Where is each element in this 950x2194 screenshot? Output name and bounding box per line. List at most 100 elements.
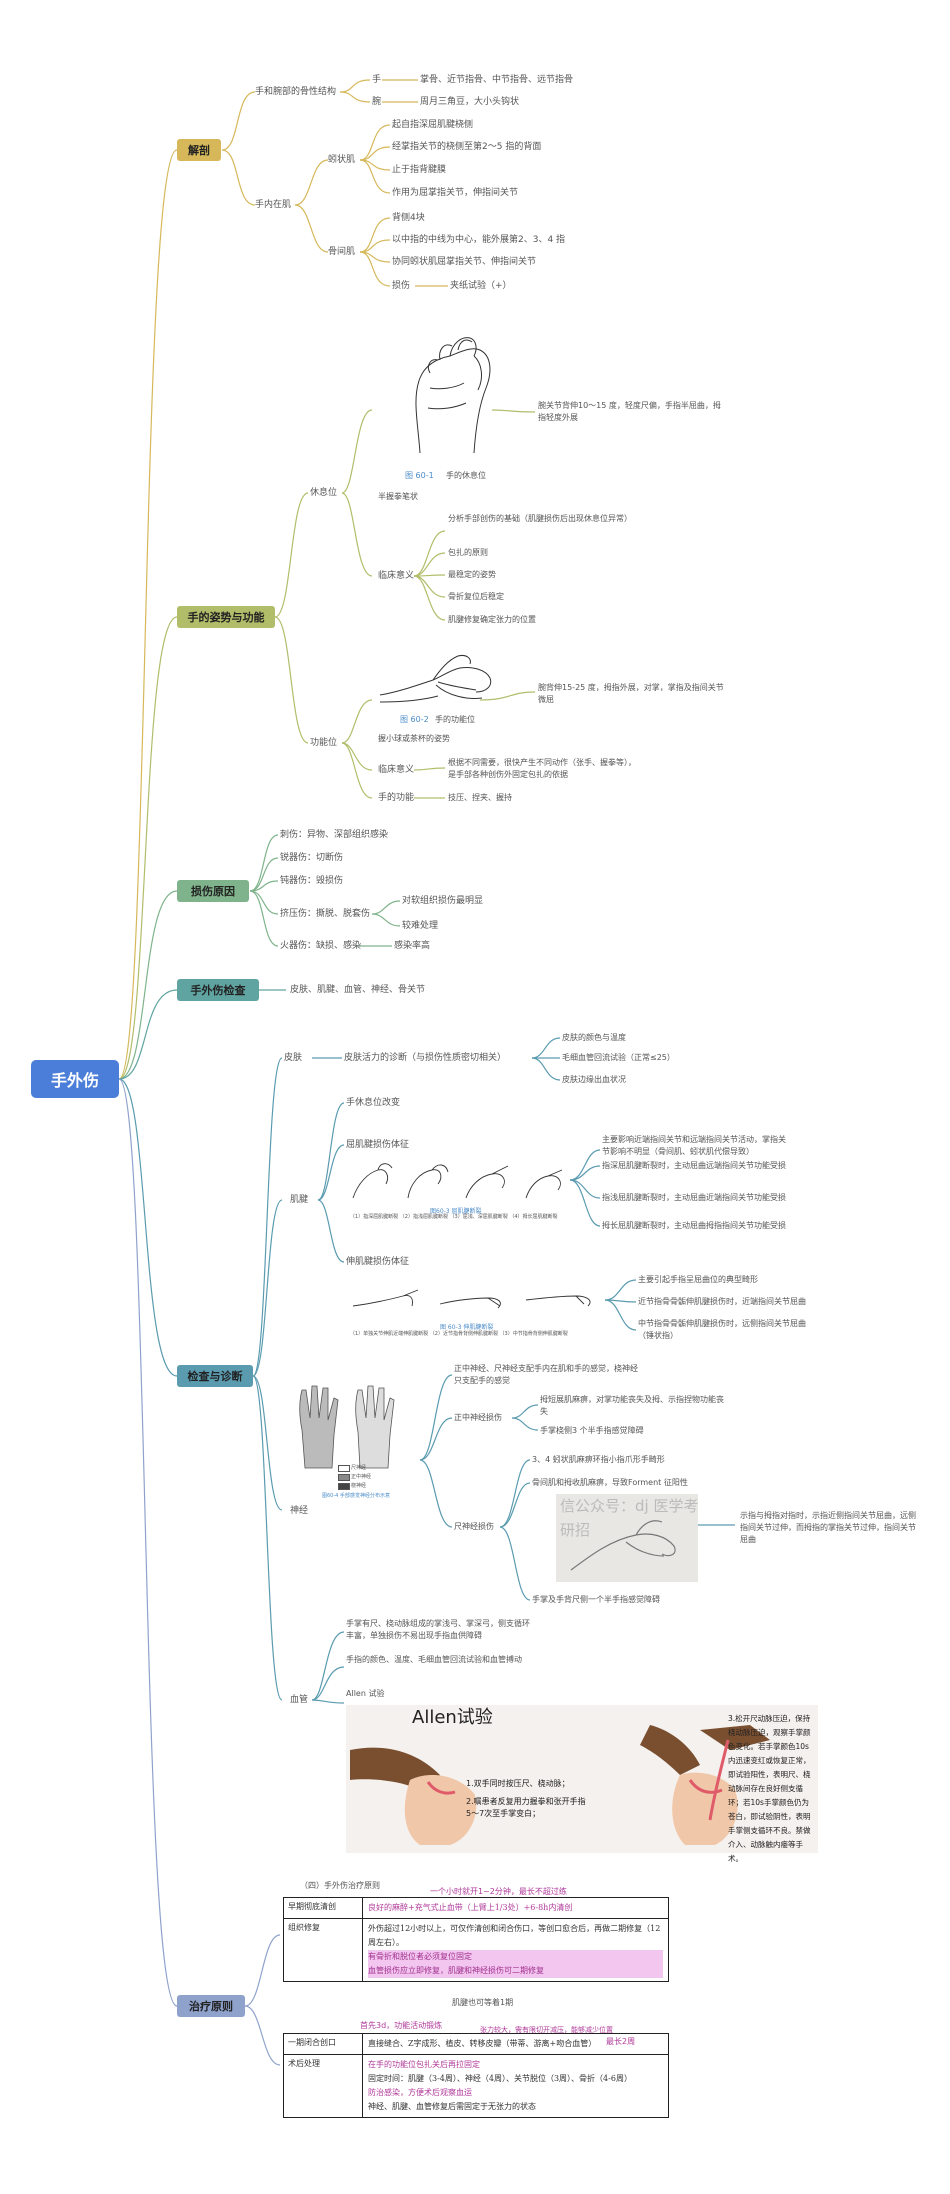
- node-hand-detail[interactable]: 掌骨、近节指骨、中节指骨、远节指骨: [420, 75, 574, 85]
- skin-item[interactable]: 皮肤边缘出血状况: [562, 1075, 626, 1084]
- tendon-rest-change[interactable]: 手休息位改变: [346, 1098, 401, 1108]
- ulnar-item[interactable]: 3、4 蚓状肌麻痹环指小指爪形手畸形: [532, 1455, 665, 1464]
- category-anatomy[interactable]: 解剖: [177, 139, 221, 161]
- treat-section-title: （四）手外伤治疗原则: [300, 1881, 380, 1890]
- treat-row-repair: 组织修复 外伤超过12小时以上，可仅作清创和闭合伤口，等创口愈合后，再做二期修复…: [284, 1918, 668, 1981]
- node-interossei[interactable]: 骨间肌: [328, 247, 356, 257]
- cause-item[interactable]: 刺伤：异物、深部组织感染: [280, 830, 389, 840]
- skin-vitality[interactable]: 皮肤活力的诊断（与损伤性质密切相关）: [344, 1053, 507, 1063]
- function-clinical-detail[interactable]: 根据不同需要，很快产生不同动作（张手、握拳等），是手部各种创伤外固定包扎的依据: [448, 758, 636, 779]
- repair-line: 有骨折和脱位者必须复位固定: [368, 1950, 663, 1964]
- category-treat[interactable]: 治疗原则: [177, 1995, 245, 2017]
- rest-clinical-item[interactable]: 包扎的原则: [448, 548, 488, 557]
- treat-row-text: 在手的功能位包扎关后再拉固定 固定时间：肌腱（3-4周）、神经（4周）、关节脱位…: [363, 2055, 668, 2117]
- category-diag[interactable]: 检查与诊断: [177, 1365, 253, 1387]
- node-nerve[interactable]: 神经: [290, 1506, 309, 1516]
- category-cause[interactable]: 损伤原因: [177, 880, 249, 902]
- treat-row-header: 早期彻底清创: [284, 1898, 363, 1918]
- ulnar-item[interactable]: 骨间肌和拇收肌麻痹，导致Forment 征阳性: [532, 1478, 688, 1487]
- treat-row-text: 外伤超过12小时以上，可仅作清创和闭合伤口，等创口愈合后，再做二期修复（12周左…: [363, 1919, 668, 1981]
- flexor-item[interactable]: 拇长屈肌腱断裂时，主动屈曲拇指指间关节功能受损: [602, 1221, 786, 1230]
- rest-clinical-item[interactable]: 肌腱修复确定张力的位置: [448, 615, 536, 624]
- ulnar-injury[interactable]: 尺神经损伤: [454, 1522, 494, 1531]
- root-node[interactable]: 手外伤: [31, 1060, 119, 1098]
- ulnar-sensory[interactable]: 手掌及手背尺侧一个半手指感觉障碍: [532, 1595, 660, 1604]
- treat-note-2: 首先3d，功能活动锻炼: [360, 2021, 443, 2030]
- treat-mid-note: 肌腱也可等着1期: [452, 1998, 514, 2007]
- node-injury-detail[interactable]: 夹纸试验（+）: [450, 281, 512, 291]
- nerve-legend-swatch: [338, 1465, 350, 1472]
- hand-function[interactable]: 手的功能: [378, 793, 415, 803]
- skin-item[interactable]: 皮肤的颜色与温度: [562, 1033, 626, 1042]
- node-injury[interactable]: 损伤: [392, 281, 411, 291]
- node-tendon[interactable]: 肌腱: [290, 1195, 309, 1205]
- function-fig-number: 图 60-2: [400, 715, 429, 724]
- function-sub[interactable]: 握小球或茶杯的姿势: [378, 734, 450, 743]
- watermark: 信公众号：dj 医学考研招: [560, 1497, 699, 1539]
- allen-test-label[interactable]: Allen 试验: [346, 1689, 385, 1698]
- node-function-position[interactable]: 功能位: [310, 738, 338, 748]
- flexor-fig: 图60-3 屈肌腱断裂: [430, 1208, 482, 1215]
- rest-clinical[interactable]: 临床意义: [378, 571, 415, 581]
- allen-step-2: 2.嘱患者反复用力握拳和张开手指5～7次至手掌变白；: [466, 1797, 586, 1818]
- node-lumbrical-item[interactable]: 起自指深屈肌腱桡侧: [392, 120, 474, 130]
- node-lumbrical[interactable]: 蚓状肌: [328, 155, 356, 165]
- cause-crush-b[interactable]: 较难处理: [402, 921, 439, 931]
- cause-fire[interactable]: 火器伤：缺损、感染: [280, 941, 362, 951]
- vessel-item[interactable]: 手掌有尺、桡动脉组成的掌浅弓、掌深弓，侧支循环丰富，单独损伤不易出现手指血供障碍: [346, 1619, 530, 1640]
- node-vessel[interactable]: 血管: [290, 1695, 309, 1705]
- category-posture[interactable]: 手的姿势与功能: [177, 606, 275, 628]
- node-wrist-detail[interactable]: 周月三角豆，大小头钩状: [420, 97, 520, 107]
- node-intrinsic[interactable]: 手内在肌: [255, 200, 292, 210]
- extensor-item[interactable]: 主要引起手指呈屈曲位的典型畸形: [638, 1275, 758, 1284]
- node-skin[interactable]: 皮肤: [284, 1053, 303, 1063]
- rest-clinical-item[interactable]: 骨折复位后稳定: [448, 592, 504, 601]
- cause-crush-a[interactable]: 对软组织损伤最明显: [402, 896, 484, 906]
- flexor-item[interactable]: 指浅屈肌腱断裂时，主动屈曲近端指间关节功能受损: [602, 1193, 786, 1202]
- median-injury[interactable]: 正中神经损伤: [454, 1413, 502, 1422]
- median-item[interactable]: 拇短展肌麻痹，对掌功能丧失及拇、示指捏物功能丧失: [540, 1395, 724, 1416]
- cause-item[interactable]: 锐器伤：切断伤: [280, 853, 344, 863]
- check-items[interactable]: 皮肤、肌腱、血管、神经、骨关节: [290, 985, 426, 995]
- hand-function-detail[interactable]: 技压、捏夹、握持: [448, 793, 512, 802]
- function-description[interactable]: 腕背伸15-25 度，拇指外展，对掌，掌指及指间关节微屈: [538, 683, 724, 704]
- cause-item[interactable]: 钝器伤：毁损伤: [280, 876, 344, 886]
- nerve-legend-label: 桡神经: [351, 1483, 367, 1489]
- node-interossei-item[interactable]: 背侧4块: [392, 213, 425, 223]
- nerve-legend-label: 正中神经: [351, 1474, 372, 1480]
- node-interossei-item[interactable]: 协同蚓状肌屈掌指关节、伸指间关节: [392, 257, 537, 267]
- node-rest-position[interactable]: 休息位: [310, 488, 338, 498]
- flexor-item[interactable]: 主要影响近端指间关节和远端指间关节活动，掌指关节影响不明显（骨间肌、蚓状肌代偿导…: [602, 1135, 786, 1156]
- rest-sub[interactable]: 半握拳笔状: [378, 492, 418, 501]
- repair-line: 外伤超过12小时以上，可仅作清创和闭合伤口，等创口愈合后，再做二期修复（12周左…: [368, 1924, 661, 1947]
- nerve-distribution-illustration: [299, 1385, 395, 1469]
- treat-note-4: 最长2周: [606, 2037, 636, 2046]
- cause-crush[interactable]: 挤压伤：撕脱、脱套伤: [280, 909, 371, 919]
- nerve-description[interactable]: 正中神经、尺神经支配手内在肌和手的感觉，桡神经只支配手的感觉: [454, 1364, 638, 1385]
- flexor-sign[interactable]: 屈肌腱损伤体征: [346, 1140, 410, 1150]
- function-clinical[interactable]: 临床意义: [378, 765, 415, 775]
- node-hand[interactable]: 手: [372, 75, 382, 85]
- node-bone[interactable]: 手和腕部的骨性结构: [255, 87, 337, 97]
- allen-step-1: 1.双手同时按压尺、桡动脉；: [466, 1779, 570, 1788]
- rest-clinical-item[interactable]: 最稳定的姿势: [448, 570, 496, 579]
- node-interossei-item[interactable]: 以中指的中线为中心，能外展第2、3、4 指: [392, 235, 566, 245]
- category-check[interactable]: 手外伤检查: [177, 979, 259, 1001]
- skin-item[interactable]: 毛细血管回流试验（正常≤25）: [562, 1053, 675, 1062]
- rest-clinical-item[interactable]: 分析手部创伤的基础（肌腱损伤后出现休息位异常）: [448, 514, 632, 523]
- node-lumbrical-item[interactable]: 作用为屈掌指关节，伸指间关节: [392, 188, 519, 198]
- cause-fire-detail[interactable]: 感染率高: [394, 941, 431, 951]
- extensor-item[interactable]: 近节指骨骨骺伸肌腱损伤时，近端指间关节屈曲: [638, 1297, 806, 1306]
- extensor-sign[interactable]: 伸肌腱损伤体征: [346, 1257, 410, 1267]
- treat-note-top: 一个小时就开1~2分钟，最长不超过练: [430, 1887, 567, 1896]
- flexor-item[interactable]: 指深屈肌腱断裂时，主动屈曲远端指间关节功能受损: [602, 1161, 786, 1170]
- node-wrist[interactable]: 腕: [372, 97, 382, 107]
- median-item[interactable]: 手掌桡侧3 个半手指感觉障碍: [540, 1426, 644, 1435]
- node-lumbrical-item[interactable]: 止于指背腱膜: [392, 165, 447, 175]
- ulnar-description[interactable]: 示指与拇指对指时，示指近侧指间关节屈曲，远侧指间关节过伸，而拇指的掌指关节过伸，…: [740, 1511, 916, 1544]
- flexor-injury-illustration: [352, 1163, 563, 1199]
- vessel-item[interactable]: 手指的颜色、温度、毛细血管回流试验和血管搏动: [346, 1655, 522, 1664]
- node-lumbrical-item[interactable]: 经掌指关节的桡侧至第2～5 指的背面: [392, 142, 542, 152]
- extensor-item[interactable]: 中节指骨骨骺伸肌腱损伤时，远侧指间关节屈曲（锤状指）: [638, 1319, 806, 1340]
- rest-description[interactable]: 腕关节背伸10～15 度，轻度尺偏，手指半屈曲，拇指轻度外展: [538, 401, 721, 422]
